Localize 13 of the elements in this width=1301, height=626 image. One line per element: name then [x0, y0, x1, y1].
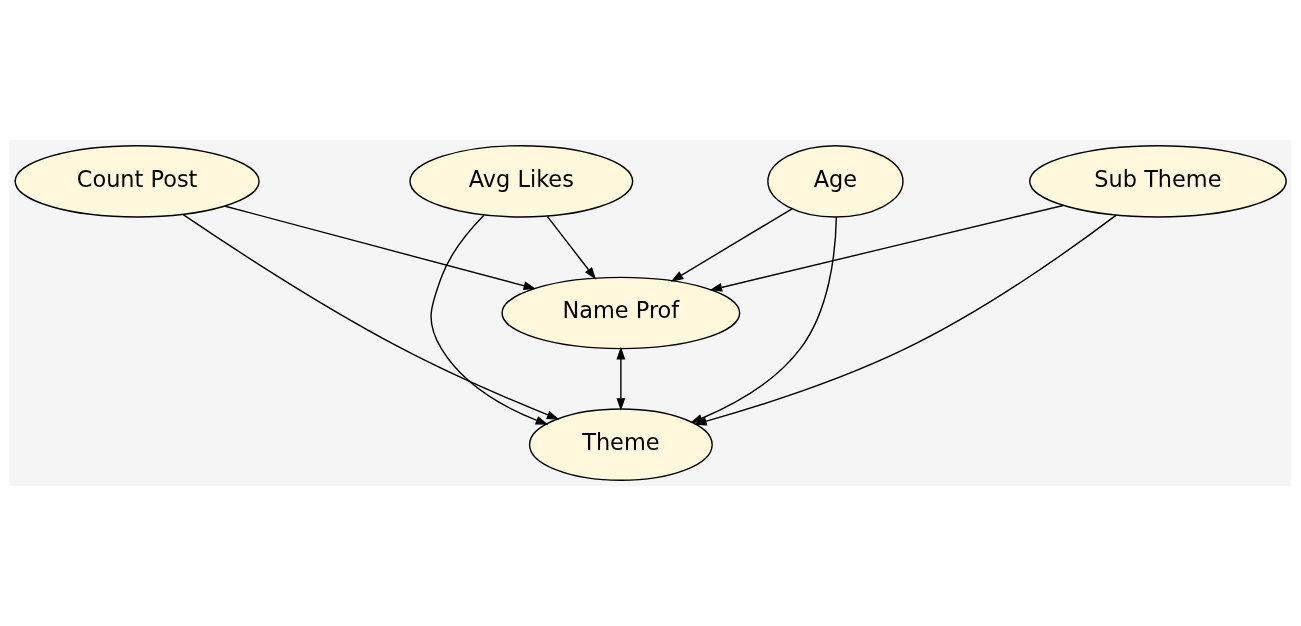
arrow [709, 204, 1064, 292]
node-ellipse: Avg Likes [409, 145, 634, 218]
arrow [694, 214, 1117, 426]
node-ellipse: Name Prof [501, 276, 741, 350]
node-ellipse: Age [767, 145, 904, 218]
node-ellipse: Count Post [14, 145, 260, 218]
arrow [182, 213, 560, 420]
arrow [616, 346, 626, 411]
arrow [224, 205, 537, 291]
arrow [546, 215, 597, 280]
node-ellipse: Sub Theme [1029, 145, 1287, 218]
arrow [430, 214, 549, 425]
arrow [670, 208, 793, 282]
